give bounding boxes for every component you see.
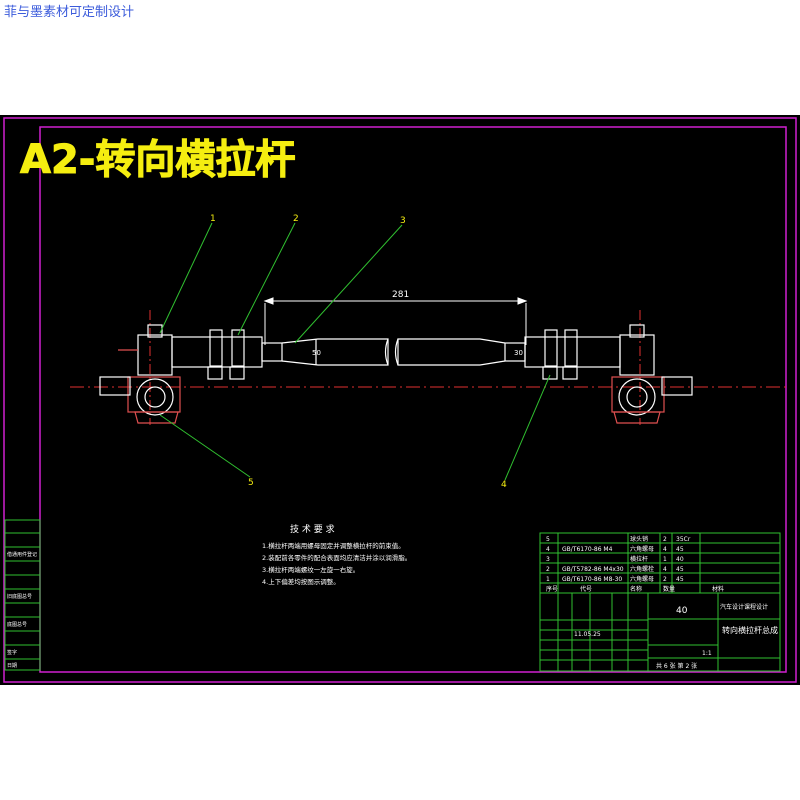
bom-cell: 横拉杆 <box>630 555 648 563</box>
bom-cell: 3 <box>546 556 550 563</box>
title-block-sheet: 共 6 张 第 2 张 <box>656 662 697 670</box>
tech-req-item-2: 2.装配前各零件的配合表面均应清洁并涂以润滑脂。 <box>262 553 411 562</box>
bom-cell: 4 <box>663 546 667 553</box>
bom-cell: GB/T6170-86 M4 <box>562 546 613 553</box>
cad-drawing-sheet: A2-转向横拉杆 <box>0 115 800 685</box>
bom-table-grid <box>539 532 781 594</box>
strip-label-6: 旧底图总号 <box>7 593 32 600</box>
dimension-281 <box>263 297 528 345</box>
bom-cell: GB/T6170-86 M8-30 <box>562 576 622 583</box>
tie-rod-tube <box>261 338 526 366</box>
bom-cell: 六角螺母 <box>630 545 654 553</box>
bom-header: 序号 <box>546 585 558 593</box>
tech-req-item-3: 3.横拉杆两端螺纹一左旋一右旋。 <box>262 565 359 574</box>
outer-frame <box>3 117 797 683</box>
bom-cell: 2 <box>663 576 667 583</box>
strip-label-3: 借通用件登记 <box>7 551 37 558</box>
drawing-title: A2-转向横拉杆 <box>20 137 295 183</box>
title-block-date: 11.05.25 <box>574 631 601 638</box>
inner-frame <box>39 126 787 673</box>
balloon-5: 5 <box>248 478 254 488</box>
left-clamp-sleeve <box>171 329 263 380</box>
bom-cell: 45 <box>676 546 684 553</box>
dimension-label: 281 <box>392 290 409 300</box>
balloon-1: 1 <box>210 214 216 224</box>
title-block-grid <box>539 592 781 672</box>
bom-cell: 5 <box>546 536 550 543</box>
right-clamp-sleeve <box>524 329 621 380</box>
tech-req-heading: 技 术 要 求 <box>290 523 335 535</box>
bom-header: 代号 <box>580 585 592 593</box>
bom-rows: 5 球头销 2 35Cr 4 GB/T6170-86 M4 六角螺母 4 45 … <box>546 535 724 593</box>
balloon-4: 4 <box>501 480 507 490</box>
leader-lines <box>159 222 551 481</box>
balloon-3: 3 <box>400 216 406 226</box>
bom-header: 数量 <box>663 585 675 593</box>
left-side-strip <box>4 519 41 671</box>
tech-req-item-1: 1.横拉杆两端用螺母固定并调整横拉杆的前束值。 <box>262 541 405 550</box>
bom-cell: 六角螺栓 <box>630 565 654 573</box>
bom-cell: 35Cr <box>676 536 691 543</box>
strip-label-11: 日期 <box>7 663 17 669</box>
tech-req-item-4: 4.上下偏差均按图示调整。 <box>262 577 340 586</box>
title-block-drawing-name: 转向横拉杆总成 <box>722 625 778 635</box>
bom-cell: 45 <box>676 566 684 573</box>
dimension-small-right: 30 <box>514 349 523 357</box>
title-block-school: 汽车设计课程设计 <box>720 603 768 611</box>
title-block-material: 40 <box>676 606 688 616</box>
bom-cell: 六角螺母 <box>630 575 654 583</box>
dimension-small-left: 50 <box>312 349 321 357</box>
bom-cell: 2 <box>546 566 550 573</box>
bom-cell: 4 <box>663 566 667 573</box>
watermark: 菲与墨素材可定制设计 <box>4 5 135 20</box>
bom-cell: 4 <box>546 546 550 553</box>
title-block-scale: 1:1 <box>702 650 712 657</box>
bom-cell: 45 <box>676 576 684 583</box>
bom-cell: 1 <box>663 556 667 563</box>
bom-header: 材料 <box>712 585 724 593</box>
strip-label-10: 签字 <box>7 649 17 656</box>
balloon-2: 2 <box>293 214 299 224</box>
bom-cell: 40 <box>676 556 684 563</box>
cad-drawing: A2-转向横拉杆 <box>3 117 797 683</box>
left-ball-joint <box>99 324 181 424</box>
bom-header: 名称 <box>630 585 642 593</box>
bom-cell: 1 <box>546 576 550 583</box>
strip-label-8: 底图总号 <box>7 621 27 628</box>
bom-cell: 2 <box>663 536 667 543</box>
right-ball-joint <box>611 324 693 424</box>
bom-cell: GB/T5782-86 M4x30 <box>562 566 624 573</box>
bom-cell: 球头销 <box>630 535 648 543</box>
